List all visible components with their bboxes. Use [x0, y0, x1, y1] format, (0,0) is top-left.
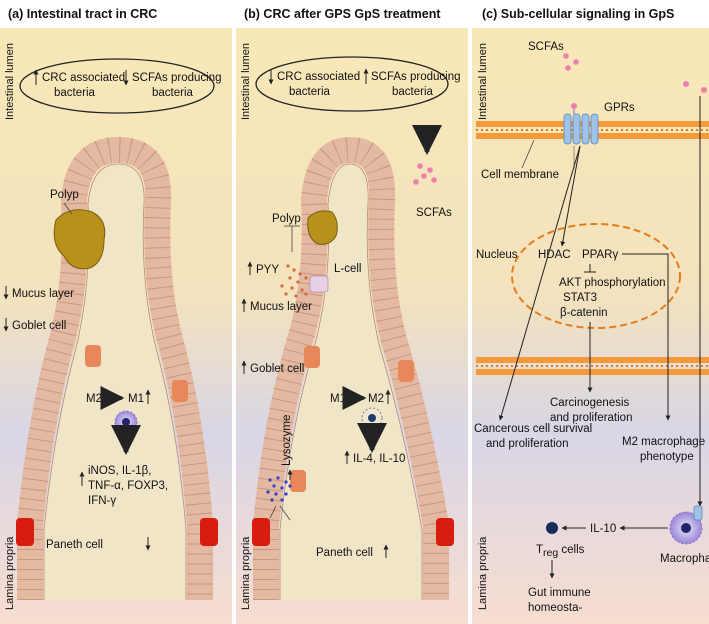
lysozyme-label-b: Lysozyme [281, 415, 293, 466]
carcino-label-c-2: and proliferation [550, 412, 632, 424]
cytokines-a-3: IFN-γ [88, 495, 116, 507]
propria-label-a: Lamina propria [4, 536, 16, 610]
scfa-dots-b [413, 163, 437, 185]
treg-cell-c [546, 522, 558, 534]
goblet-cell-b [304, 346, 320, 368]
bcat-label-c: β-catenin [560, 307, 608, 319]
scfa-bacteria-label-b-2: bacteria [392, 86, 434, 98]
m2-label-c-2: phenotype [640, 451, 694, 463]
m1-label-b: M1 [330, 393, 346, 405]
cancer-label-c-2: and proliferation [486, 438, 568, 450]
polyp-label-a: Polyp [50, 189, 79, 201]
goblet-label-a: Goblet cell [12, 320, 66, 332]
panel-a: CRC associated bacteria SCFAs producing … [3, 58, 222, 600]
cell-membrane-bottom [476, 357, 709, 375]
treg-label-c: T [536, 544, 543, 556]
hdac-label-c: HDAC [538, 249, 571, 261]
cytokines-b: IL-4, IL-10 [353, 453, 405, 465]
cancer-label-c-1: Cancerous cell survival [474, 423, 592, 435]
ppar-label-c: PPARγ [582, 249, 618, 261]
carcino-label-c-1: Carcinogenesis [550, 397, 630, 409]
mucus-label-b: Mucus layer [250, 301, 312, 313]
scfas-label-c: SCFAs [528, 41, 564, 53]
paneth-cell-b [252, 518, 270, 546]
m2-label-c-1: M2 macrophage [622, 436, 705, 448]
mucus-label-a: Mucus layer [12, 288, 74, 300]
crc-bacteria-label-a: CRC associated [42, 72, 125, 84]
scfa-bacteria-label-a: SCFAs producing [132, 72, 222, 84]
nucleus [511, 223, 681, 329]
paneth-cell-a [16, 518, 34, 546]
scfas-label-b: SCFAs [416, 207, 452, 219]
il10-label-c: IL-10 [590, 523, 616, 535]
treg-cells-c: cells [558, 544, 584, 556]
nucleus-label-c: Nucleus [476, 249, 518, 261]
macrophage-label-c: Macrophage [660, 553, 709, 565]
m2-label-a: M2 [86, 393, 102, 405]
gut-label-c-2: homeosta- [528, 602, 583, 614]
pyy-dots-b [280, 264, 308, 298]
membrane-label-c: Cell membrane [481, 169, 559, 181]
cytokines-a-2: TNF-α, FOXP3, [88, 480, 168, 492]
panel-a-title: (a) Intestinal tract in CRC [8, 7, 157, 21]
cytokines-a-1: iNOS, IL-1β, [88, 465, 152, 477]
panel-c-title: (c) Sub-cellular signaling in GpS [482, 7, 674, 21]
propria-label-b: Lamina propria [240, 536, 252, 610]
treg-sub-c: reg [543, 547, 558, 559]
scfa-bacteria-label-a-2: bacteria [152, 87, 194, 99]
l-cell-b [309, 275, 329, 293]
gut-label-c-1: Gut immune [528, 587, 591, 599]
scfa-dots-c [563, 53, 707, 93]
propria-label-c: Lamina propria [477, 536, 489, 610]
akt-label-c: AKT phosphorylation [559, 277, 666, 289]
svg-text:Treg cells: Treg cells [536, 544, 585, 559]
panel-b: CRC associated bacteria SCFAs producing … [241, 56, 461, 600]
lysozyme-dots-b [266, 476, 292, 502]
crc-bacteria-label-b: CRC associated [277, 71, 360, 83]
stat3-label-c: STAT3 [563, 292, 597, 304]
gpr-receptor [563, 103, 599, 145]
goblet-cell-a [85, 345, 101, 367]
pyy-label-b: PYY [256, 264, 279, 276]
lumen-label-a: Intestinal lumen [4, 43, 16, 120]
bacteria-oval-a [19, 58, 215, 114]
scfa-bacteria-label-b: SCFAs producing [371, 71, 461, 83]
polyp-label-b: Polyp [272, 213, 301, 225]
bacteria-oval-b [255, 56, 449, 112]
goblet-label-b: Goblet cell [250, 363, 304, 375]
m2-label-b: M2 [368, 393, 384, 405]
panel-b-title: (b) CRC after GPS GpS treatment [244, 7, 441, 21]
lumen-label-b: Intestinal lumen [240, 43, 252, 120]
crc-bacteria-label-a-2: bacteria [54, 87, 96, 99]
polyp-a [53, 209, 106, 270]
polyp-b [307, 210, 338, 245]
lcell-label-b: L-cell [334, 263, 361, 275]
panel-c: SCFAs GPRs Cell membrane [474, 41, 709, 614]
villus-a [17, 137, 213, 600]
lumen-label-c: Intestinal lumen [477, 43, 489, 120]
paneth-label-a: Paneth cell [46, 539, 103, 551]
m1-label-a: M1 [128, 393, 144, 405]
crc-bacteria-label-b-2: bacteria [289, 86, 331, 98]
gprs-label-c: GPRs [604, 102, 635, 114]
paneth-label-b: Paneth cell [316, 547, 373, 559]
